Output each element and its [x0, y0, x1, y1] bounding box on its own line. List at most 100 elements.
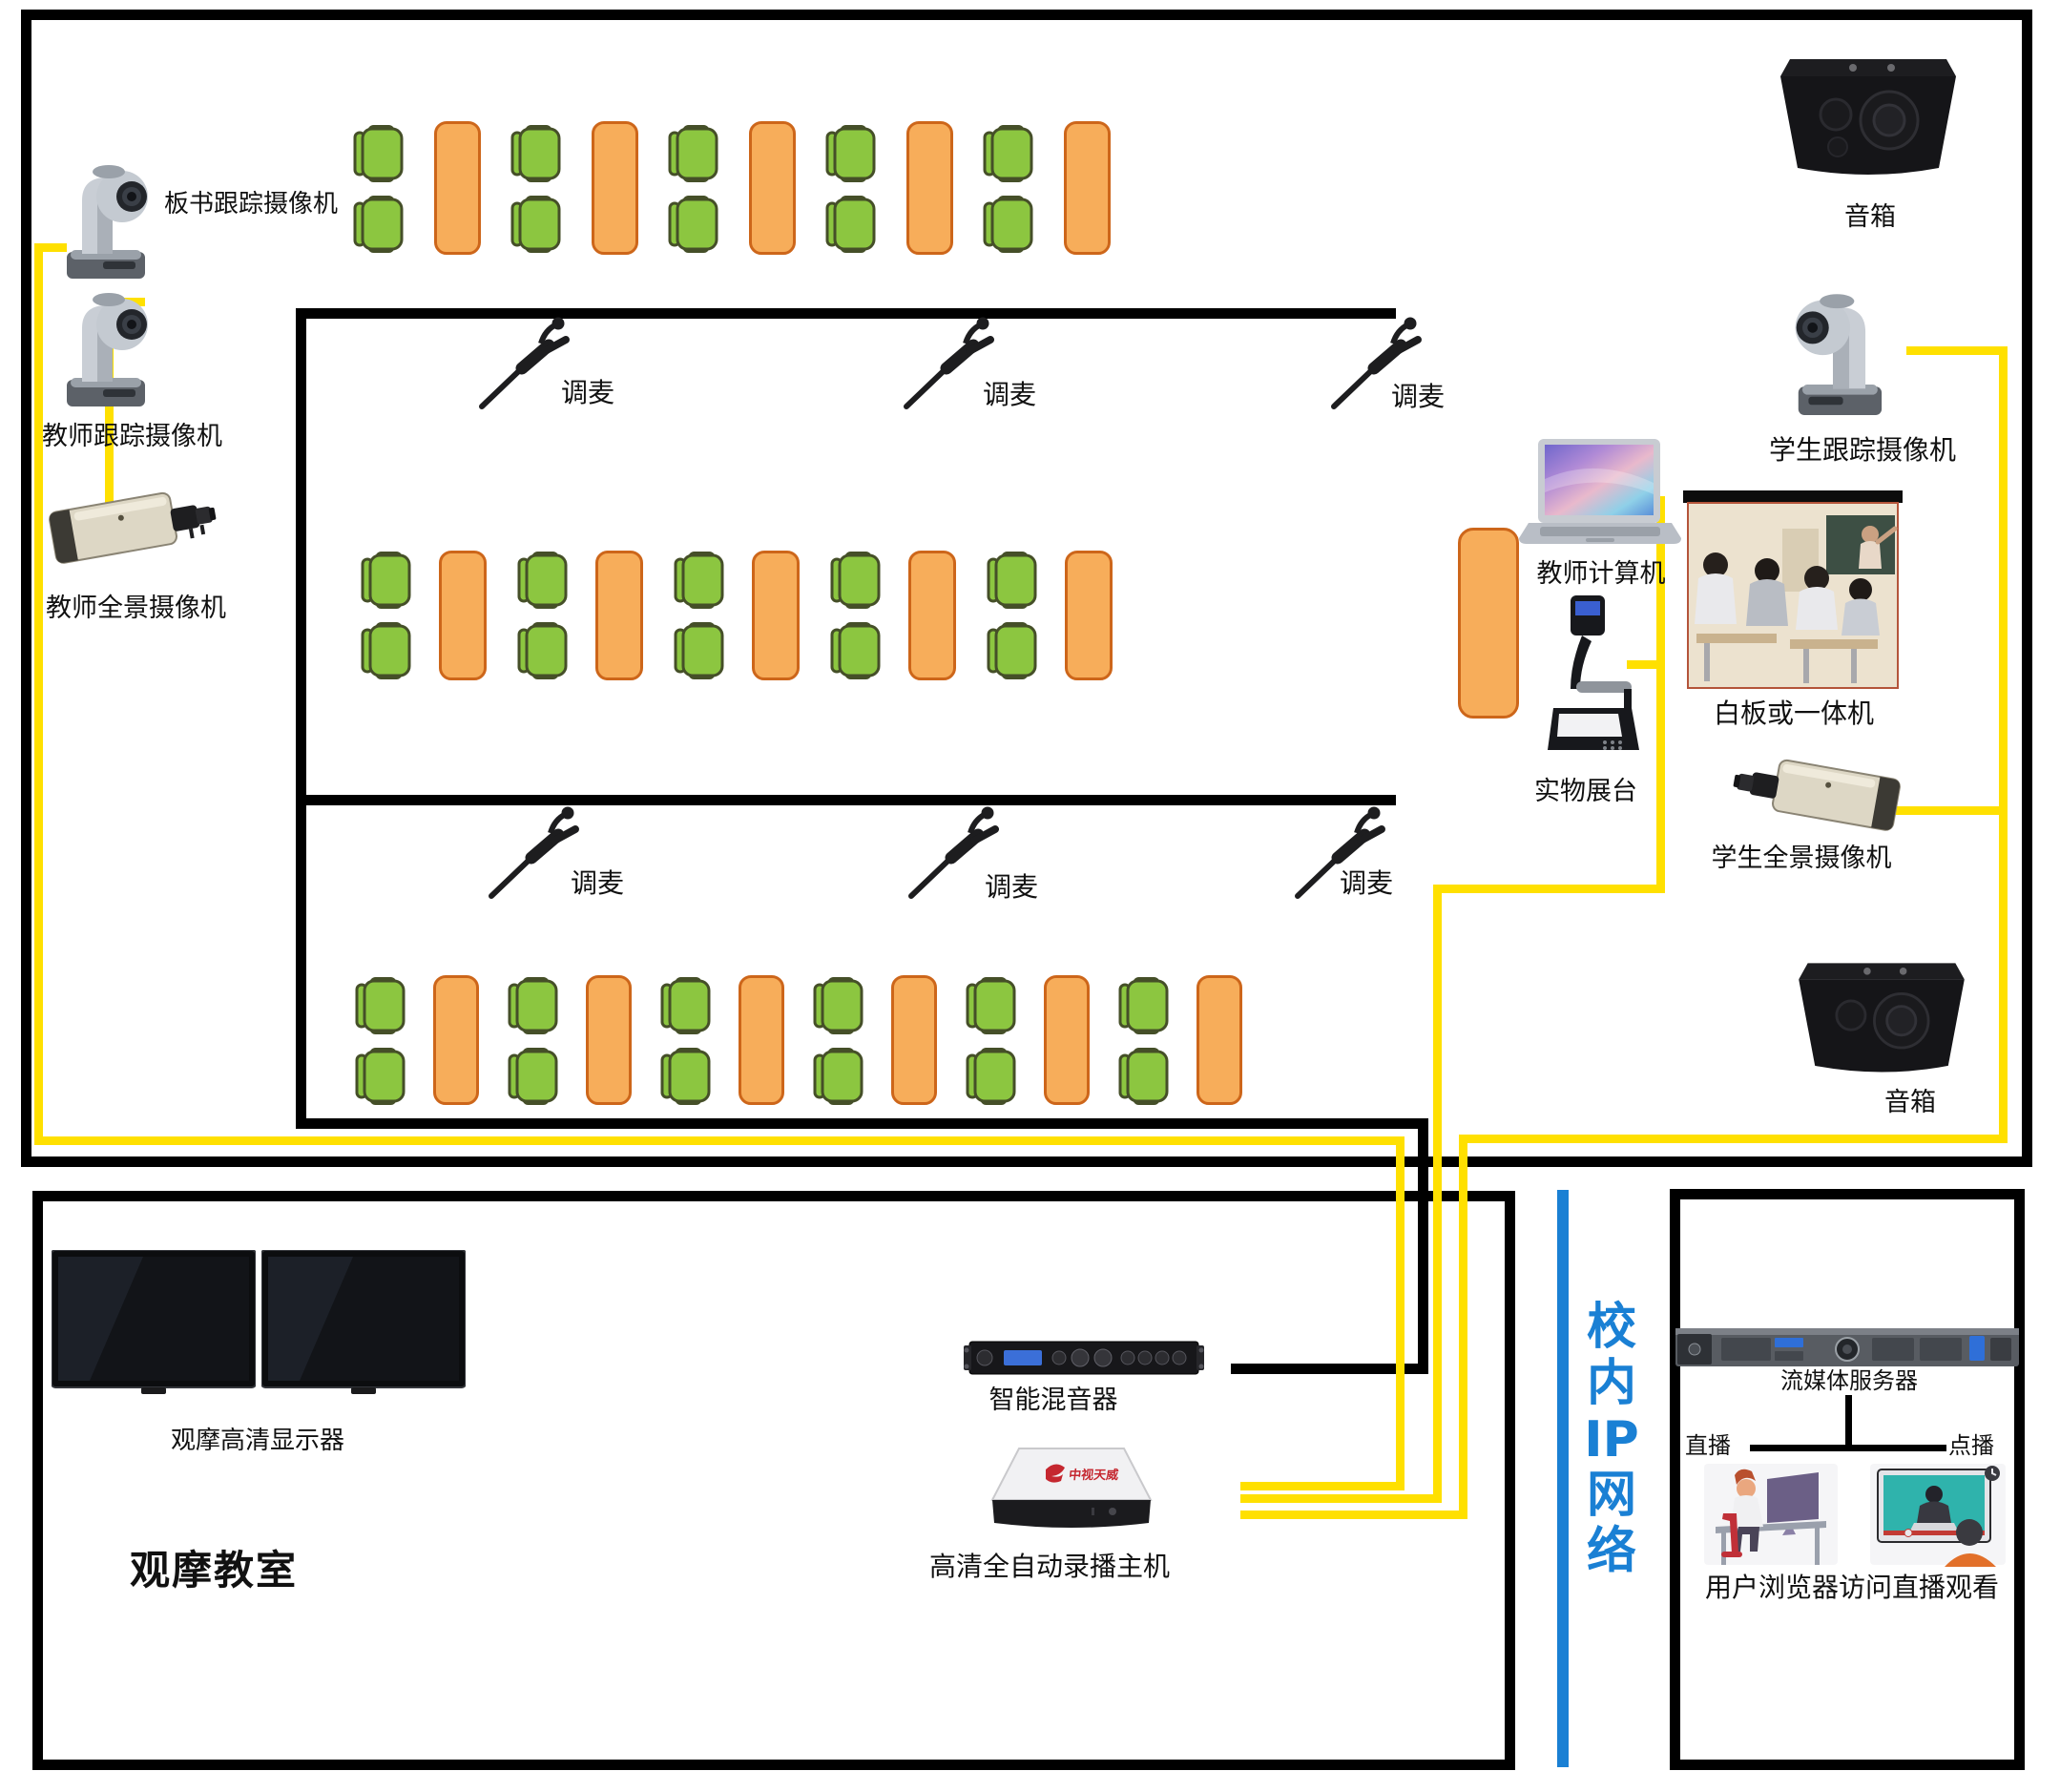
label-student-tracking-camera: 学生跟踪摄像机 — [1768, 434, 1957, 466]
student-desk — [739, 975, 784, 1105]
student-tracking-camera — [1786, 282, 1896, 424]
label-board-camera: 板书跟踪摄像机 — [164, 190, 339, 219]
teacher-desk — [1458, 528, 1519, 719]
label-mic-2: 调麦 — [983, 379, 1037, 410]
mic-bus-bottom — [296, 1118, 1428, 1129]
label-speaker-top: 音箱 — [1844, 202, 1896, 232]
campus-ip-network-label: 校 内 IP 网 络 — [1580, 1300, 1643, 1580]
student-chair — [517, 622, 572, 679]
observation-display-2 — [260, 1249, 467, 1397]
wire-right-bottom-run — [1459, 1135, 2008, 1143]
mic-bus-left-riser — [296, 308, 306, 1129]
mic-bus-line-2 — [296, 795, 1396, 805]
student-desk — [1065, 551, 1113, 680]
mic-row1-1 — [472, 315, 596, 414]
wire-left-bottom-run — [34, 1136, 1405, 1145]
student-chair — [813, 1048, 868, 1105]
mic-bus-line-1 — [296, 308, 1396, 319]
label-vod: 点播 — [1948, 1432, 1994, 1459]
student-chair — [517, 552, 572, 609]
student-desk — [752, 551, 800, 680]
net-char-2: 内 — [1586, 1354, 1636, 1412]
student-desk — [906, 121, 953, 255]
student-desk — [433, 975, 479, 1105]
wire-drop-3 — [1459, 1135, 1467, 1519]
wire-left-trunk — [34, 243, 43, 1145]
student-chair — [353, 125, 408, 182]
net-char-1: 校 — [1586, 1299, 1636, 1356]
student-desk — [592, 121, 638, 255]
vod-viewer-illustration — [1870, 1464, 2006, 1571]
recorder-logo-text: 中视天威 — [1068, 1469, 1119, 1483]
student-chair — [508, 977, 563, 1034]
student-chair — [674, 622, 729, 679]
wire-teacher-run — [1433, 885, 1665, 893]
wire-drop-2 — [1433, 885, 1442, 1503]
teacher-panorama-camera — [44, 475, 230, 571]
student-desk — [1044, 975, 1090, 1105]
label-teacher-tracking-camera: 教师跟踪摄像机 — [42, 422, 222, 451]
whiteboard-photo — [1683, 490, 1903, 693]
mic-row2-3 — [1288, 804, 1412, 904]
student-chair — [987, 622, 1042, 679]
label-mixer: 智能混音器 — [988, 1386, 1118, 1415]
student-chair — [674, 552, 729, 609]
label-live: 直播 — [1685, 1432, 1731, 1459]
student-desk — [439, 551, 487, 680]
net-char-3: IP — [1584, 1410, 1639, 1469]
mic-row2-2 — [902, 804, 1026, 904]
student-chair — [830, 552, 885, 609]
server-tree-v — [1845, 1395, 1852, 1450]
student-chair — [508, 1048, 563, 1105]
label-recorder: 高清全自动录播主机 — [928, 1551, 1171, 1582]
observation-display-1 — [51, 1249, 257, 1397]
mixer-riser — [1418, 1118, 1428, 1374]
mic-row2-1 — [482, 804, 606, 904]
student-desk — [1196, 975, 1242, 1105]
live-viewer-illustration — [1704, 1464, 1838, 1571]
student-chair — [983, 196, 1038, 253]
student-desk — [595, 551, 643, 680]
speaker-bottom — [1786, 952, 1977, 1080]
wire-recorder-in-1 — [1240, 1482, 1405, 1490]
student-chair — [966, 977, 1021, 1034]
streaming-server — [1675, 1326, 2019, 1368]
student-chair — [668, 125, 723, 182]
audio-mixer — [964, 1338, 1204, 1378]
wire-student-ptz-stub — [1906, 346, 2008, 355]
student-chair — [825, 125, 881, 182]
teacher-laptop — [1519, 437, 1683, 553]
label-mic-3: 调麦 — [1391, 381, 1446, 412]
label-whiteboard: 白板或一体机 — [1713, 698, 1875, 729]
student-desk — [891, 975, 937, 1105]
mixer-feed — [1231, 1364, 1428, 1374]
label-student-panorama-camera: 学生全景摄像机 — [1711, 844, 1892, 873]
wire-right-trunk — [1999, 346, 2008, 1143]
label-streaming-server: 流媒体服务器 — [1780, 1367, 1918, 1394]
label-teacher-panorama-camera: 教师全景摄像机 — [46, 594, 226, 623]
streaming-box — [1670, 1189, 2025, 1770]
classroom-box — [21, 10, 2032, 1167]
label-mic-4: 调麦 — [571, 867, 625, 899]
student-chair — [825, 196, 881, 253]
student-chair — [510, 196, 566, 253]
net-char-4: 网 — [1586, 1467, 1636, 1525]
observation-room-title: 观摩教室 — [130, 1547, 299, 1594]
student-desk — [586, 975, 632, 1105]
wire-left-bracket — [105, 298, 114, 535]
student-chair — [355, 1048, 410, 1105]
student-chair — [361, 622, 416, 679]
student-chair — [830, 622, 885, 679]
label-teacher-computer: 教师计算机 — [1536, 559, 1666, 589]
student-chair — [966, 1048, 1021, 1105]
student-chair — [983, 125, 1038, 182]
student-chair — [660, 977, 716, 1034]
server-tree-h — [1750, 1445, 1946, 1451]
label-mic-5: 调麦 — [985, 871, 1039, 903]
wire-recorder-in-2 — [1240, 1494, 1442, 1503]
teacher-tracking-camera — [53, 282, 156, 414]
wire-doccam-stub — [1627, 660, 1656, 669]
speaker-top — [1767, 48, 1969, 183]
student-chair — [1118, 977, 1174, 1034]
